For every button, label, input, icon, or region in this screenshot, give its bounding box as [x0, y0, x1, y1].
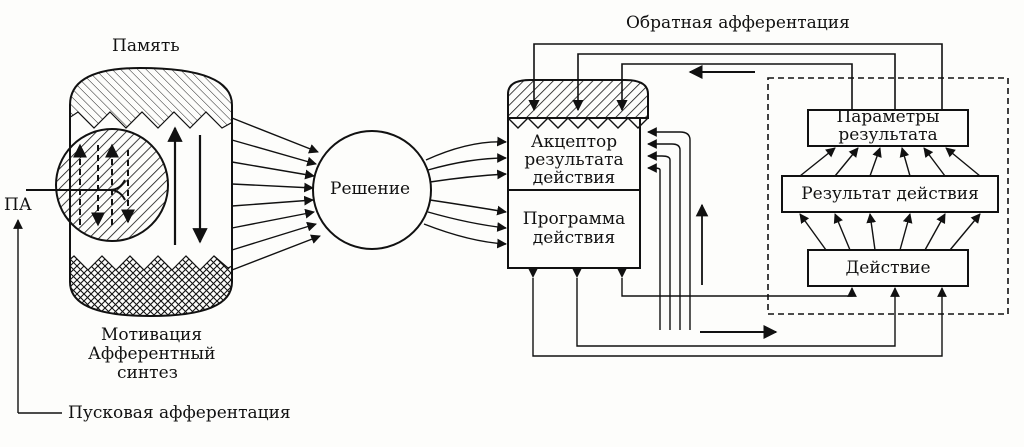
program-label-1: Программа	[522, 209, 626, 229]
program-label-2: действия	[532, 228, 616, 248]
feedback-label: Обратная афферентация	[626, 13, 850, 33]
acceptor-label-2: результата	[524, 150, 624, 170]
memory-region	[70, 68, 232, 129]
acceptor-label-1: Акцептор	[530, 132, 618, 152]
action-label: Действие	[845, 258, 931, 278]
afferent-synthesis-label-1: Афферентный	[88, 344, 216, 364]
afferent-synthesis-block	[13, 66, 233, 414]
acceptor-inputs	[647, 127, 709, 330]
params-box	[807, 109, 969, 147]
decision-label: Решение	[330, 179, 411, 199]
result-box	[781, 175, 999, 213]
result-arrows	[799, 147, 981, 251]
decision-outputs	[423, 136, 507, 249]
result-label: Результат действия	[801, 184, 979, 204]
synthesis-to-decision-arrows	[231, 117, 321, 271]
action-box	[807, 249, 969, 287]
motivation-region	[70, 255, 232, 316]
params-label-1: Параметры	[836, 107, 940, 127]
memory-label: Память	[112, 36, 180, 56]
motivation-label: Мотивация	[101, 325, 203, 345]
params-label-2: результата	[838, 125, 938, 145]
decision-node	[312, 130, 432, 250]
trigger-label: Пусковая афферентация	[68, 403, 291, 423]
acceptor-label-3: действия	[532, 168, 616, 188]
result-region	[767, 77, 1009, 315]
feedback-loops	[528, 43, 943, 112]
program-outputs	[532, 278, 947, 357]
afferent-synthesis-label-2: синтез	[117, 363, 178, 383]
pa-label: ПА	[4, 195, 32, 215]
